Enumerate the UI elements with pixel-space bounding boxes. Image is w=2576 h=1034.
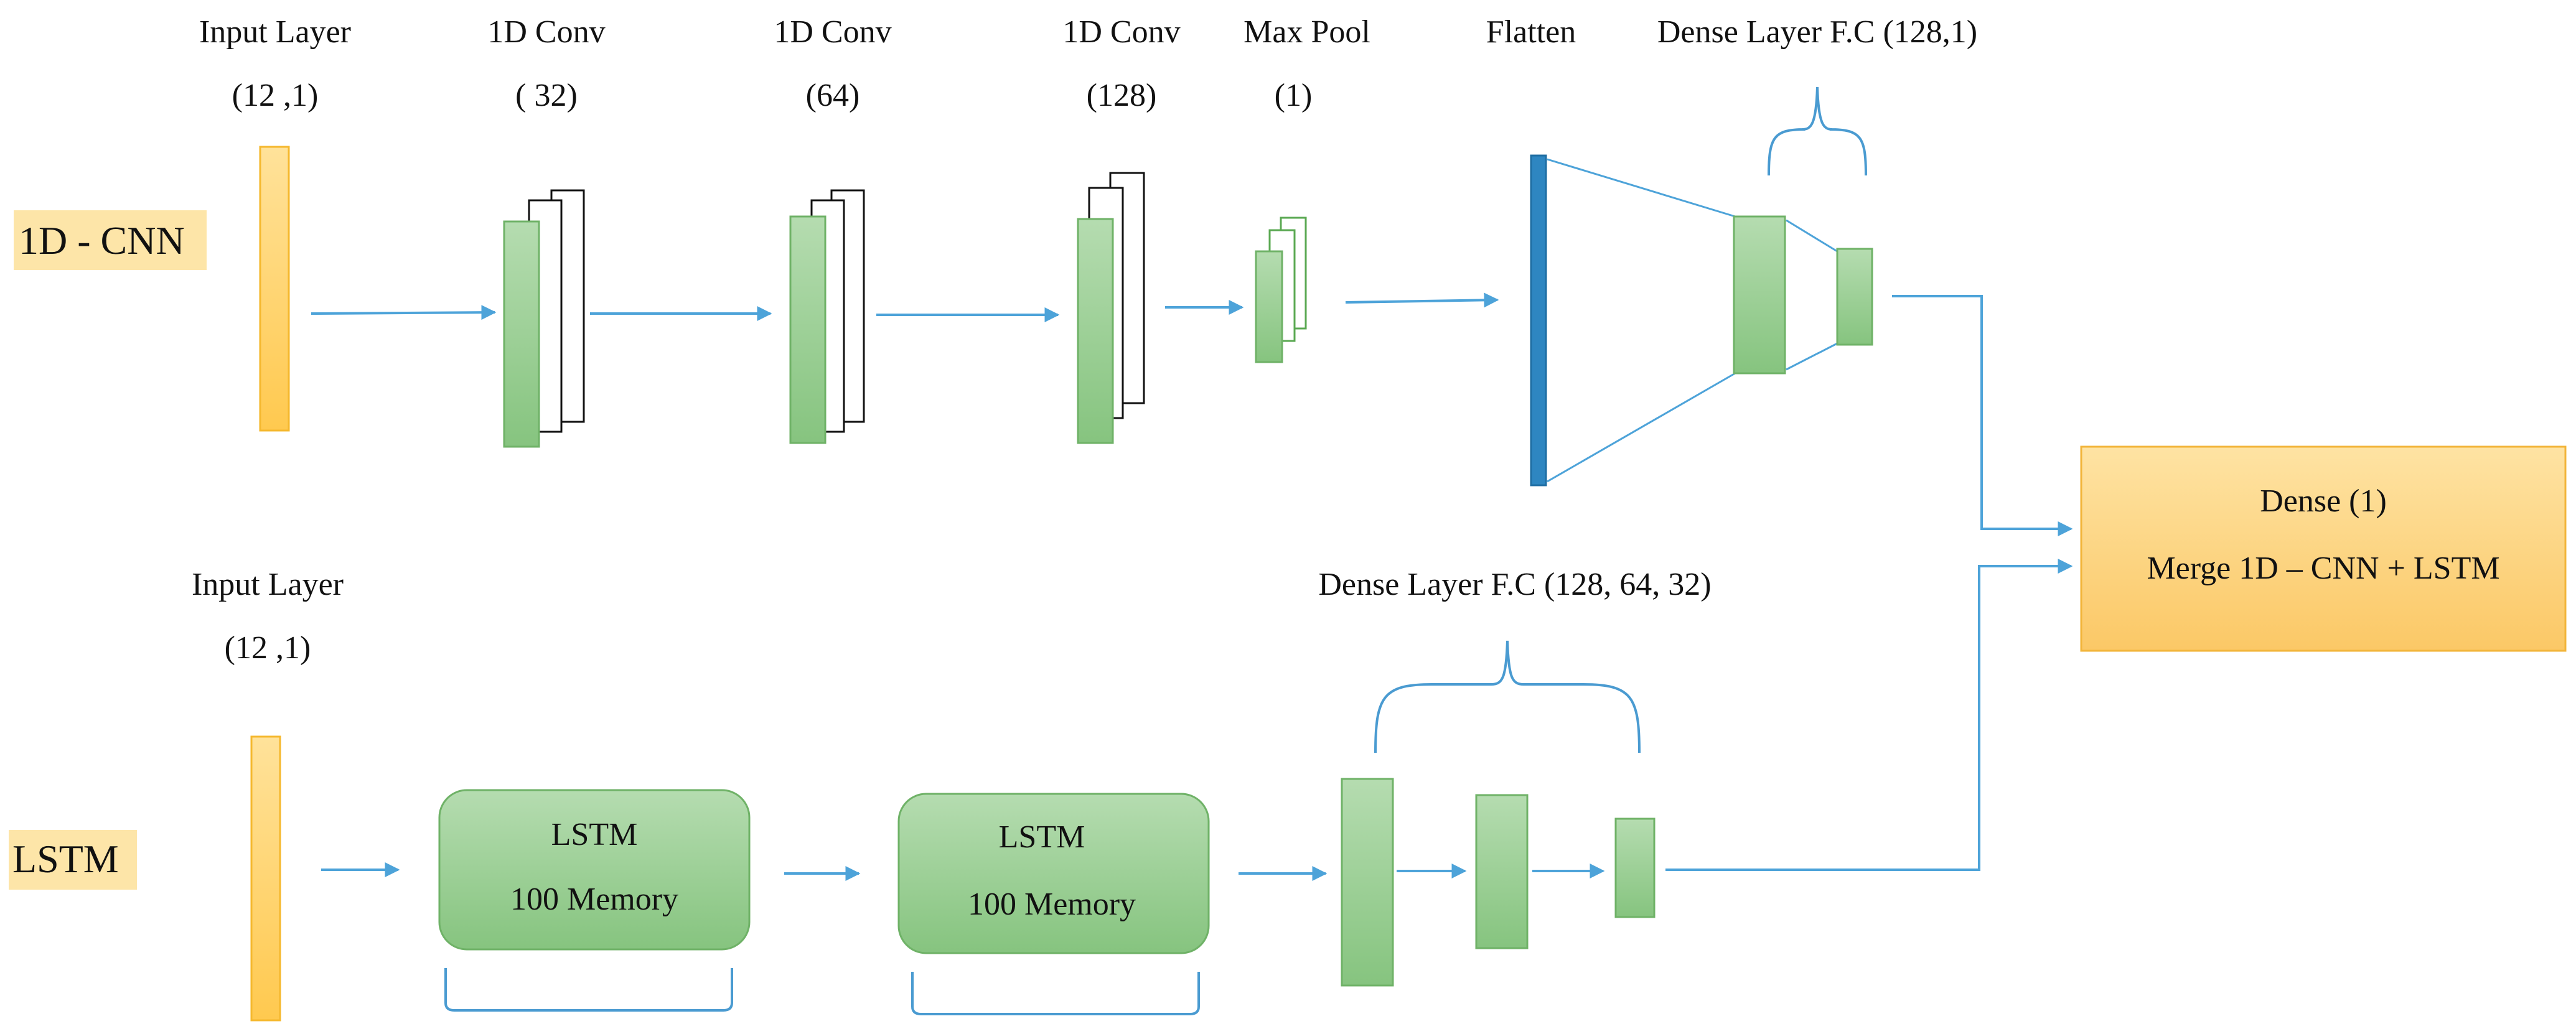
cnn-pool-shape: (1) [1275,78,1313,113]
cnn-pool-title: Max Pool [1244,14,1370,50]
cnn-flatten-layer [1530,154,1547,487]
cnn-dense-title: Dense Layer F.C (128,1) [1657,14,1977,50]
lstm-cell1 [438,789,751,951]
lstm-cell2-bracket [911,972,1200,1015]
cnn-pool-layer [1255,250,1283,363]
lstm-cell2-title: LSTM [999,819,1085,855]
cnn-arrow-pool-flatten [1345,292,1499,308]
lstm-input-shape: (12 ,1) [225,630,311,666]
merge-dense-subtitle: Merge 1D – CNN + LSTM [2147,551,2499,586]
cnn-flatten-title: Flatten [1486,14,1576,50]
cnn-flatten-funnel-top [1547,158,1736,218]
lstm-input-layer [250,735,281,1022]
cnn-conv1-shape: ( 32) [515,78,578,113]
lstm-to-merge-connector [1665,559,2073,871]
cnn-dense-funnel-bottom [1786,342,1838,371]
lstm-dense-title: Dense Layer F.C (128, 64, 32) [1318,567,1711,602]
cnn-dense-funnel-top [1786,219,1838,253]
cnn-dense-layer-128 [1733,215,1786,375]
cnn-conv3-title: 1D Conv [1062,14,1180,50]
cnn-conv2-title: 1D Conv [774,14,891,50]
lstm-dense-layer-32 [1614,817,1656,918]
cnn-branch-label: 1D - CNN [19,218,185,263]
lstm-cell1-title: LSTM [551,817,638,852]
lstm-branch-label: LSTM [12,837,119,881]
lstm-dense-layer-64 [1475,794,1529,949]
cnn-branch-label-highlight [14,210,207,270]
cnn-flatten-funnel-bottom [1547,372,1736,483]
cnn-conv2-layer [789,215,827,444]
cnn-to-merge-connector [1892,295,2073,536]
merge-dense-box [2080,445,2567,652]
cnn-conv3-layer [1077,218,1114,444]
cnn-conv1-layer [503,220,540,448]
lstm-cell1-memory: 100 Memory [510,882,678,917]
lstm-cell2 [897,793,1210,954]
cnn-arrow-input-conv1 [311,305,497,320]
merge-dense-title: Dense (1) [2260,483,2387,519]
cnn-dense-brace [1768,86,1867,176]
lstm-dense-layer-128 [1341,778,1394,987]
cnn-conv1-title: 1D Conv [487,14,605,50]
cnn-conv2-shape: (64) [806,78,860,113]
lstm-input-title: Input Layer [192,567,344,602]
cnn-input-layer [259,146,290,432]
cnn-dense-layer-1 [1836,248,1873,346]
lstm-cell1-bracket [444,968,733,1012]
lstm-cell2-memory: 100 Memory [968,887,1136,922]
cnn-conv3-shape: (128) [1087,78,1157,113]
lstm-branch-label-highlight [9,830,137,890]
cnn-input-title: Input Layer [199,14,351,50]
cnn-input-shape: (12 ,1) [232,78,319,113]
lstm-dense-brace [1374,640,1641,753]
